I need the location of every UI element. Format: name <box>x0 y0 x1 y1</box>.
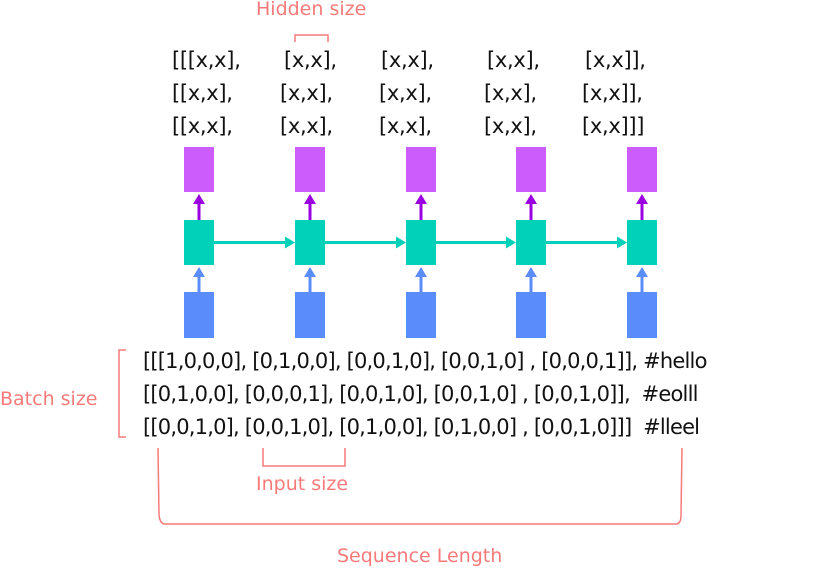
output-arrow-t3-head <box>415 194 427 204</box>
input-arrow-t1-head <box>193 267 205 277</box>
output-row-0-col-3: [x,x], <box>487 48 540 72</box>
output-box-t5 <box>627 147 657 192</box>
hidden-size-bracket <box>294 34 329 42</box>
output-row-2-col-3: [x,x], <box>484 114 537 138</box>
input-arrow-t4-head <box>525 267 537 277</box>
output-arrow-t1-head <box>193 194 205 204</box>
output-row-1-col-0: [[x,x], <box>172 81 233 105</box>
hidden-size-label: Hidden size <box>256 0 367 20</box>
output-row-0-col-4: [x,x]], <box>585 48 646 72</box>
output-row-2-col-0: [[x,x], <box>172 114 233 138</box>
sequence-length-bracket <box>157 447 683 525</box>
output-box-t3 <box>406 147 436 192</box>
batch-size-label: Batch size <box>0 388 98 410</box>
output-row-2-col-1: [x,x], <box>280 114 333 138</box>
output-box-t2 <box>295 147 325 192</box>
input-box-t1 <box>184 292 214 338</box>
input-box-t2 <box>295 292 325 338</box>
recurrent-arrow-t4-head <box>617 236 627 249</box>
hidden-cell-t1 <box>184 220 214 265</box>
hidden-cell-t4 <box>516 220 546 265</box>
input-box-t4 <box>516 292 546 338</box>
sequence-length-label: Sequence Length <box>337 545 503 567</box>
output-box-t4 <box>516 147 546 192</box>
input-size-label: Input size <box>256 473 349 495</box>
output-row-2-col-4: [x,x]]] <box>582 114 645 138</box>
output-arrow-t2-head <box>304 194 316 204</box>
output-arrow-t5-head <box>636 194 648 204</box>
recurrent-arrow-t1-head <box>285 236 295 249</box>
output-row-1-col-3: [x,x], <box>484 81 537 105</box>
output-row-0-col-2: [x,x], <box>381 48 434 72</box>
input-arrow-t3-head <box>415 267 427 277</box>
output-row-0-col-0: [[[x,x], <box>172 48 241 72</box>
output-row-1-col-1: [x,x], <box>280 81 333 105</box>
output-row-2-col-2: [x,x], <box>379 114 432 138</box>
input-box-t3 <box>406 292 436 338</box>
input-box-t5 <box>627 292 657 338</box>
input-arrow-t5-head <box>636 267 648 277</box>
output-row-1-col-2: [x,x], <box>379 81 432 105</box>
input-size-bracket <box>262 448 346 467</box>
batch-size-bracket <box>118 349 126 438</box>
hidden-cell-t3 <box>406 220 436 265</box>
output-row-0-col-1: [x,x], <box>284 48 337 72</box>
input-row-2: [[0,0,1,0], [0,0,1,0], [0,1,0,0], [0,1,0… <box>143 415 700 439</box>
input-row-0: [[[1,0,0,0], [0,1,0,0], [0,0,1,0], [0,0,… <box>143 349 707 373</box>
output-box-t1 <box>184 147 214 192</box>
recurrent-arrow-t3-head <box>506 236 516 249</box>
recurrent-arrow-t2-head <box>396 236 406 249</box>
output-row-1-col-4: [x,x]], <box>582 81 643 105</box>
output-arrow-t4-head <box>525 194 537 204</box>
hidden-cell-t5 <box>627 220 657 265</box>
input-arrow-t2-head <box>304 267 316 277</box>
hidden-cell-t2 <box>295 220 325 265</box>
input-row-1: [[0,1,0,0], [0,0,0,1], [0,0,1,0], [0,0,1… <box>143 382 698 406</box>
